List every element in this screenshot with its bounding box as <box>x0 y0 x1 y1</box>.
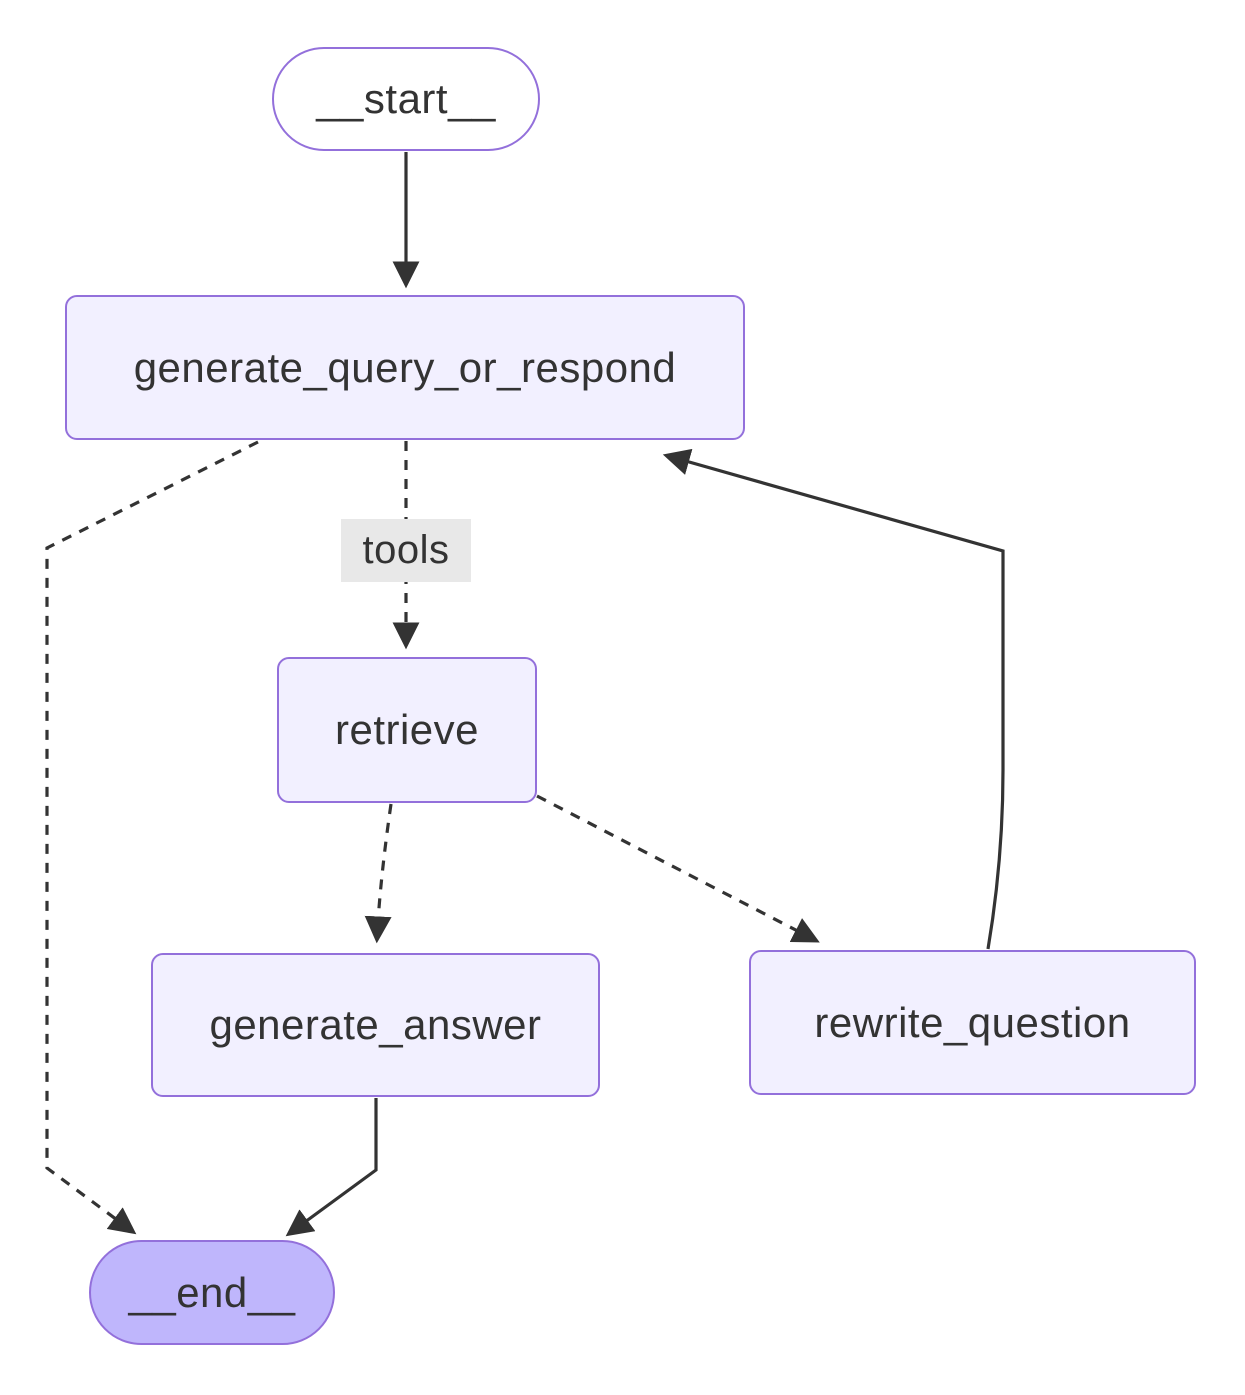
edge-retrieve-to-generate_answer <box>364 803 393 944</box>
node-generate_query_or_respond-label: generate_query_or_respond <box>133 343 677 391</box>
node-retrieve-label: retrieve <box>334 706 480 753</box>
node-end: __end__ <box>89 1240 335 1345</box>
edge-retrieve-to-rewrite_question <box>536 794 820 943</box>
edge-label-tools: tools <box>341 519 471 582</box>
node-generate_answer-label: generate_answer <box>209 1001 542 1048</box>
node-start: __start__ <box>272 47 540 151</box>
node-rewrite_question-label: rewrite_question <box>814 998 1131 1046</box>
edge-generate_answer-to-end <box>285 1098 378 1237</box>
edge-generate_query_or_respond-to-end <box>45 440 259 1235</box>
node-retrieve: retrieve <box>277 657 537 803</box>
edge-rewrite_question-to-generate_query_or_respond <box>662 448 1005 950</box>
node-generate_answer: generate_answer <box>151 953 600 1097</box>
node-rewrite_question: rewrite_question <box>749 950 1196 1095</box>
node-generate_query_or_respond: generate_query_or_respond <box>65 295 745 440</box>
node-start-label: __start__ <box>316 75 496 122</box>
node-end-label: __end__ <box>128 1268 296 1316</box>
